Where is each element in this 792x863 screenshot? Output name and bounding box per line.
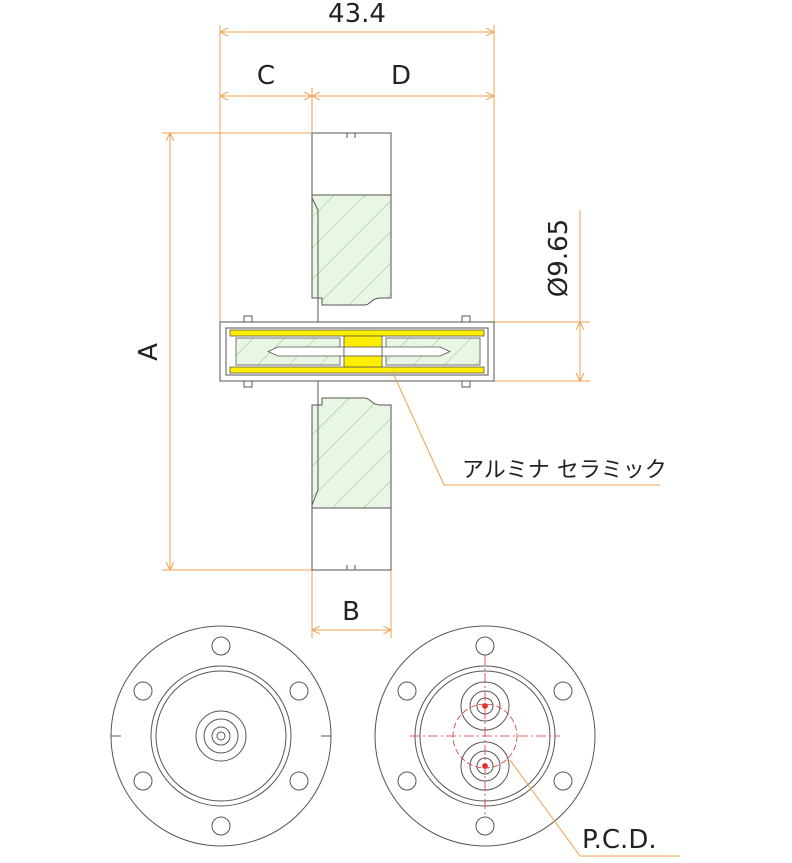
dim-b: B [342, 597, 360, 627]
material-label: アルミナ セラミック [462, 458, 667, 483]
dim-overall: 43.4 [328, 0, 386, 29]
connector-body [219, 315, 495, 388]
dim-c: C [257, 61, 275, 91]
material-leader [391, 370, 660, 486]
ceramic-bottom [229, 366, 485, 374]
dim-d: D [391, 61, 411, 91]
flange-section [311, 132, 392, 571]
ceramic-top [229, 329, 485, 337]
front-view-single [110, 625, 332, 847]
dim-a: A [134, 343, 164, 361]
pcd-centerlines [410, 655, 560, 815]
dim-diameter: Ø9.65 [544, 219, 574, 297]
dimension-lines [162, 25, 590, 638]
pcd-label: P.C.D. [582, 825, 657, 855]
pcd-leader [509, 759, 680, 857]
